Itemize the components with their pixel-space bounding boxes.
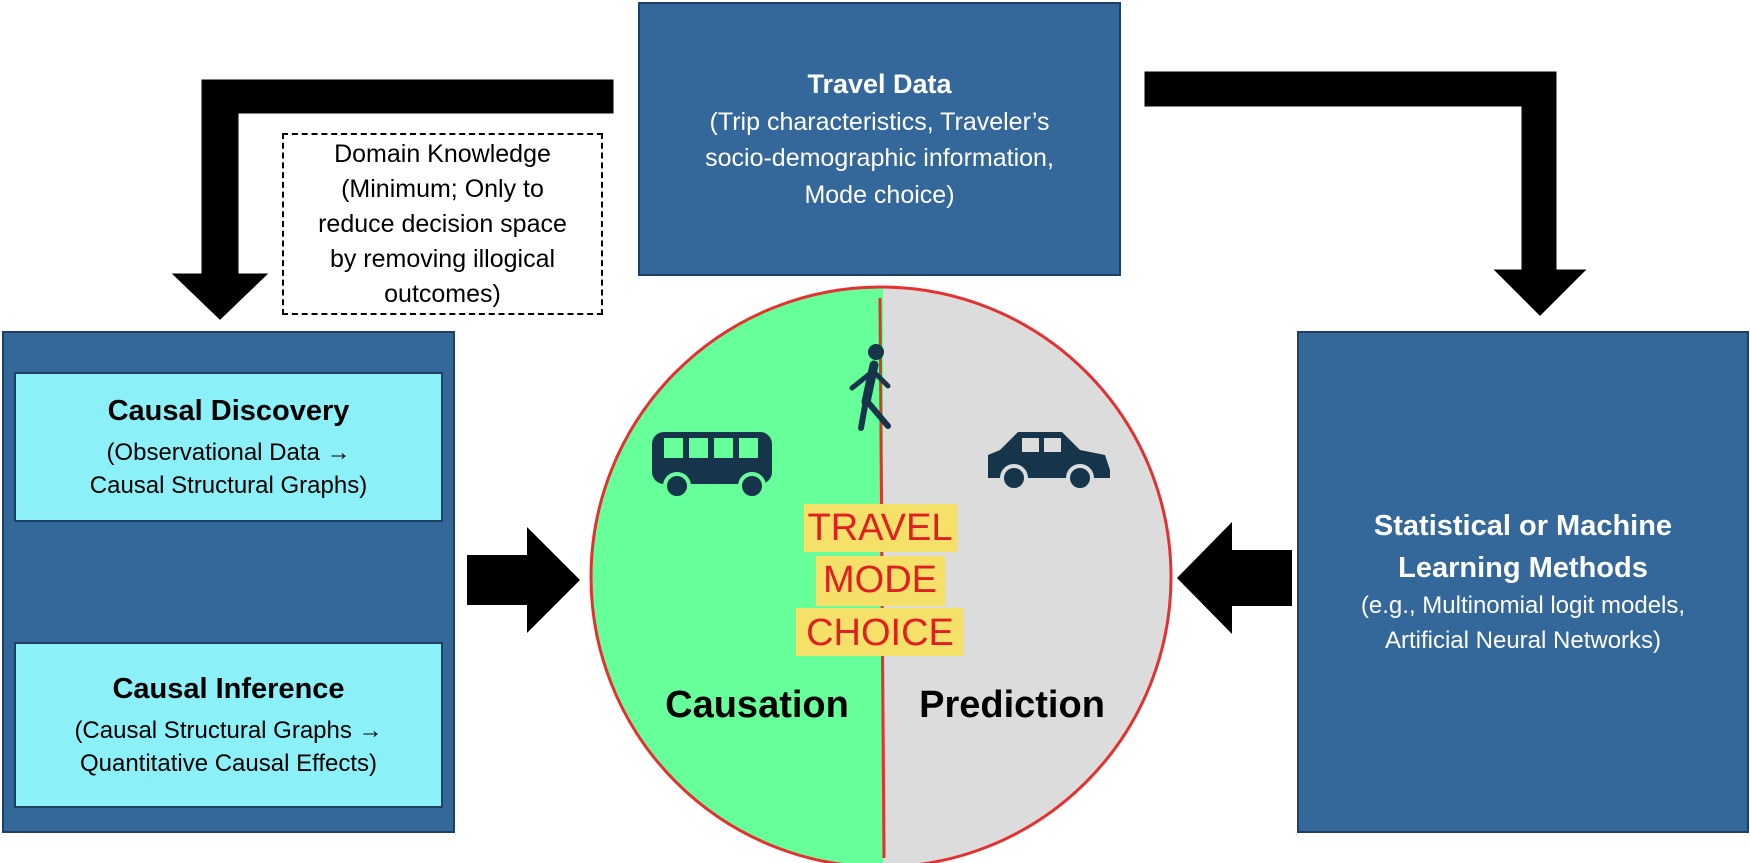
causal-discovery-line2: Causal Structural Graphs) [89, 472, 368, 500]
mode-choice-circle [589, 285, 1173, 863]
mode-label: MODE [823, 559, 937, 601]
travel-data-line1: (Trip characteristics, Traveler’s [709, 108, 1050, 137]
domain-knowledge-line3: reduce decision space [318, 209, 567, 238]
arrow-data-to-methods [1141, 68, 1594, 321]
car-icon [988, 432, 1110, 492]
causal-discovery-title: Causal Discovery [107, 395, 350, 428]
prediction-label: Prediction [919, 684, 1105, 726]
travel-data-line2: socio-demographic information, [705, 144, 1054, 173]
arrow-methods-to-circle [1177, 522, 1292, 634]
travel-label: TRAVEL [807, 507, 952, 549]
causation-label: Causation [665, 684, 849, 726]
arrow-data-to-causal [164, 76, 617, 325]
arrow-causal-to-circle [467, 527, 580, 633]
causal-discovery-line1: (Observational Data → [106, 438, 351, 466]
methods-line1: (e.g., Multinomial logit models, [1360, 592, 1686, 620]
label-highlight-3 [796, 608, 964, 656]
methods-line2: Artificial Neural Networks) [1384, 627, 1662, 655]
domain-knowledge-line5: outcomes) [384, 279, 501, 308]
methods-title-line2: Learning Methods [1398, 552, 1648, 585]
causal-inference-title: Causal Inference [112, 673, 345, 706]
travel-data-title: Travel Data [807, 69, 952, 100]
travel-data-box: Travel Data (Trip characteristics, Trave… [638, 2, 1121, 276]
causal-inference-line2: Quantitative Causal Effects) [79, 750, 378, 778]
causal-inference-box: Causal Inference (Causal Structural Grap… [14, 642, 443, 808]
domain-knowledge-box: Domain Knowledge (Minimum; Only to reduc… [282, 133, 603, 315]
label-highlight-2 [816, 556, 946, 606]
walking-person-icon [849, 344, 891, 431]
methods-box: Statistical or Machine Learning Methods … [1297, 331, 1749, 833]
methods-title-line1: Statistical or Machine [1373, 510, 1673, 543]
label-highlight-1 [804, 504, 958, 552]
causal-inference-line1: (Causal Structural Graphs → [74, 716, 383, 744]
domain-knowledge-line2: (Minimum; Only to [341, 174, 544, 203]
travel-data-line3: Mode choice) [804, 180, 955, 209]
domain-knowledge-line1: Domain Knowledge [334, 139, 551, 168]
causal-discovery-box: Causal Discovery (Observational Data → C… [14, 372, 443, 522]
domain-knowledge-line4: by removing illogical [329, 244, 556, 273]
choice-label: CHOICE [806, 612, 954, 654]
bus-icon [652, 432, 772, 500]
